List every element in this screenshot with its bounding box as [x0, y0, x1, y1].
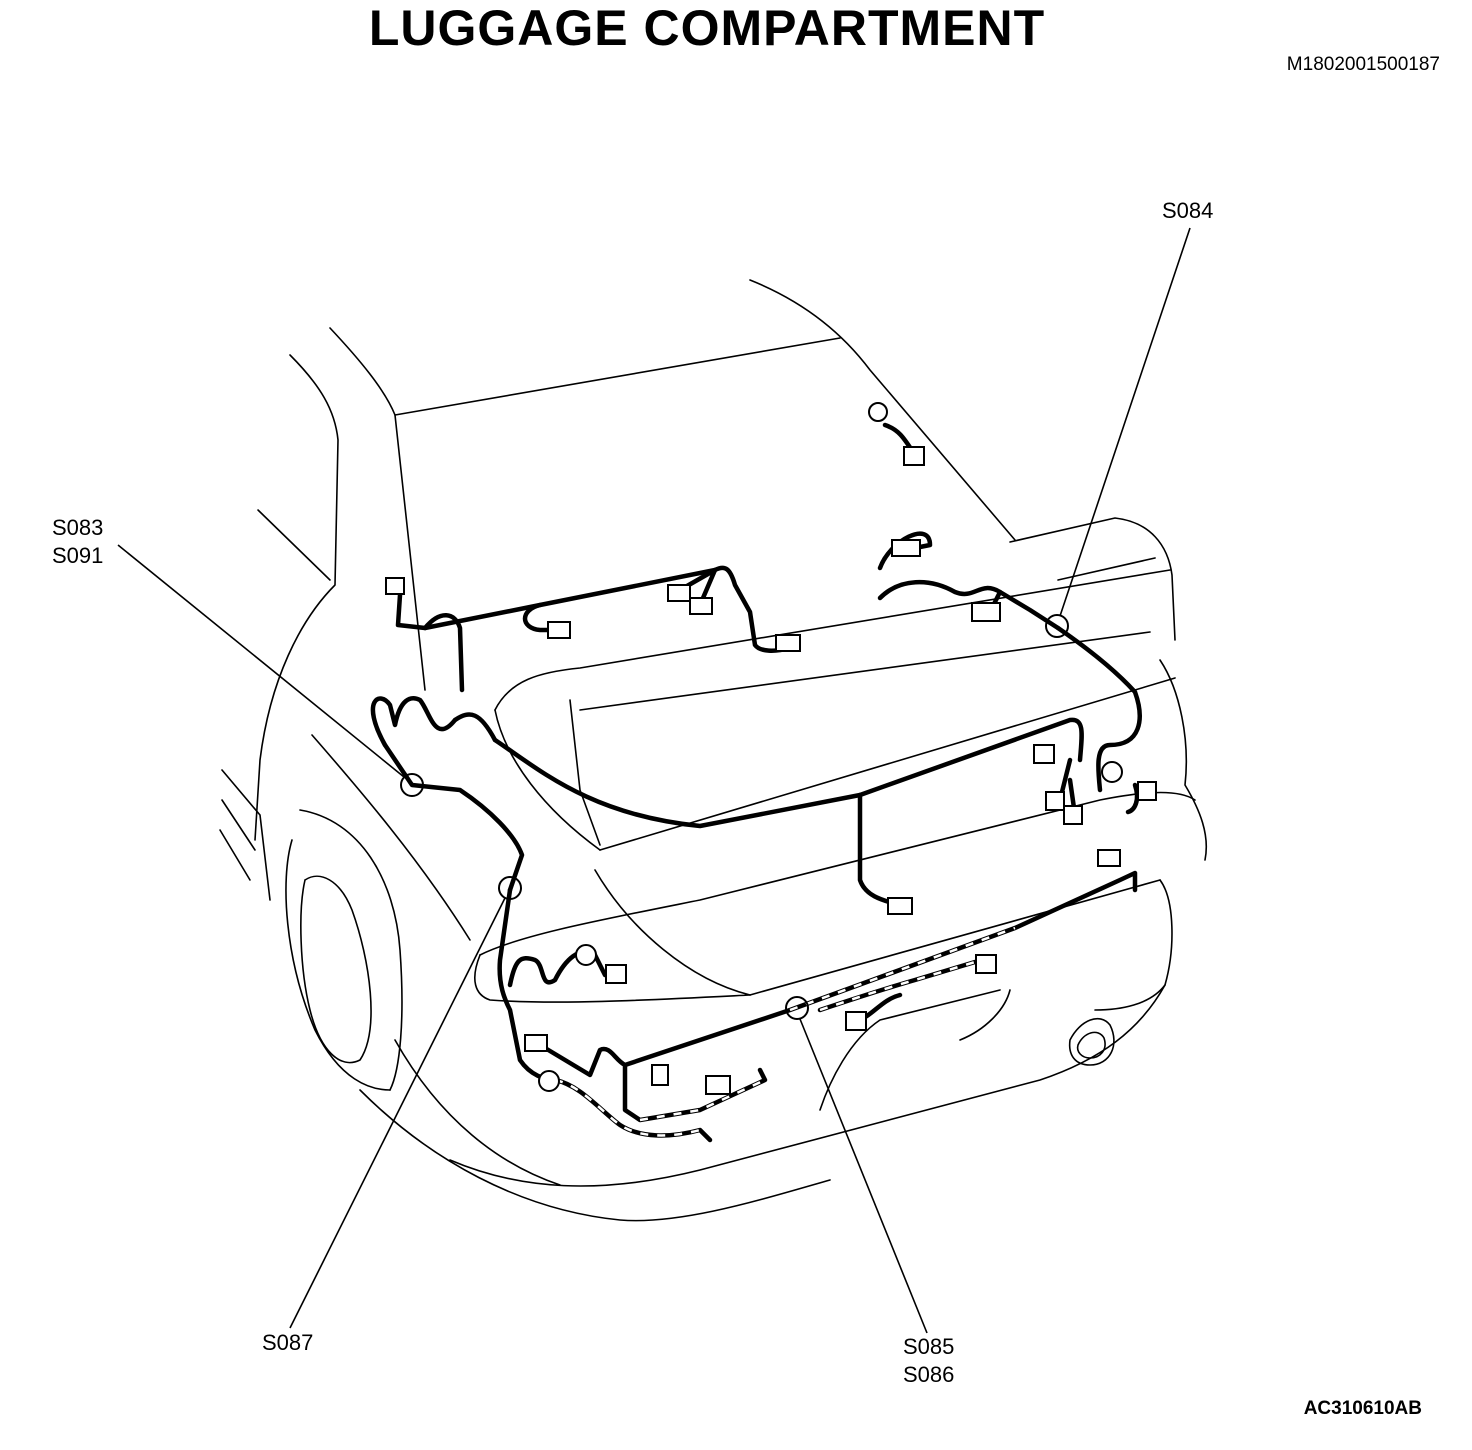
connector — [1063, 805, 1083, 825]
splice-s087 — [498, 876, 522, 900]
connector — [1097, 849, 1121, 867]
figure-code: AC310610AB — [1303, 1398, 1422, 1419]
connector — [689, 597, 713, 615]
grommet — [575, 944, 597, 966]
connector — [651, 1064, 669, 1086]
leader-lines — [117, 227, 1191, 1334]
connector — [845, 1011, 867, 1031]
callout-s083-s091: S083 S091 — [52, 514, 103, 570]
splice-s084 — [1045, 614, 1069, 638]
grommet — [538, 1070, 560, 1092]
connector — [975, 954, 997, 974]
callout-label: S085 — [903, 1334, 955, 1359]
connector — [385, 577, 405, 595]
connector — [524, 1034, 548, 1052]
leader-s085-s086 — [799, 1018, 928, 1334]
callout-label: S091 — [52, 543, 104, 568]
diagram-title: LUGGAGE COMPARTMENT — [368, 0, 1046, 56]
wiring-harness — [370, 422, 1142, 1143]
harness-connectors — [385, 402, 1157, 1095]
connector — [667, 584, 691, 602]
connector — [705, 1075, 731, 1095]
connector — [1033, 744, 1055, 764]
connector — [547, 621, 571, 639]
leader-s083-s091 — [117, 544, 405, 778]
splice-markers — [400, 614, 1069, 1020]
connector — [887, 897, 913, 915]
document-code: M1802001500187 — [1286, 54, 1440, 75]
connector — [1045, 791, 1065, 811]
connector — [891, 539, 921, 557]
connector — [775, 634, 801, 652]
callout-s087: S087 — [262, 1329, 313, 1357]
callout-s085-s086: S085 S086 — [903, 1333, 954, 1389]
callout-label: S086 — [903, 1362, 955, 1387]
callout-s084: S084 — [1162, 197, 1213, 225]
connector — [1137, 781, 1157, 801]
splice-s083-s091 — [400, 773, 424, 797]
car-body-outline — [219, 279, 1208, 1222]
callout-label: S083 — [52, 515, 104, 540]
connector — [903, 446, 925, 466]
leader-s087 — [289, 897, 506, 1329]
grommet — [1101, 761, 1123, 783]
ground-terminal — [868, 402, 888, 422]
splice-s085-s086 — [785, 996, 809, 1020]
leader-s084 — [1059, 227, 1191, 617]
connector — [605, 964, 627, 984]
connector — [971, 602, 1001, 622]
callout-label: S087 — [262, 1330, 314, 1355]
callout-label: S084 — [1162, 198, 1214, 223]
